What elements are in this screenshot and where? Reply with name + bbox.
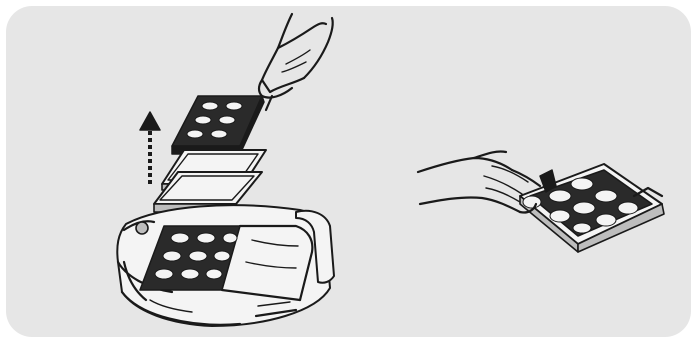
hand-icon (256, 14, 333, 110)
step-remove-filter (117, 14, 334, 326)
up-arrow-icon (140, 112, 160, 184)
robot-vacuum-icon (117, 205, 334, 326)
step-install-filter (418, 151, 664, 252)
filter-frame-icon (172, 96, 264, 154)
